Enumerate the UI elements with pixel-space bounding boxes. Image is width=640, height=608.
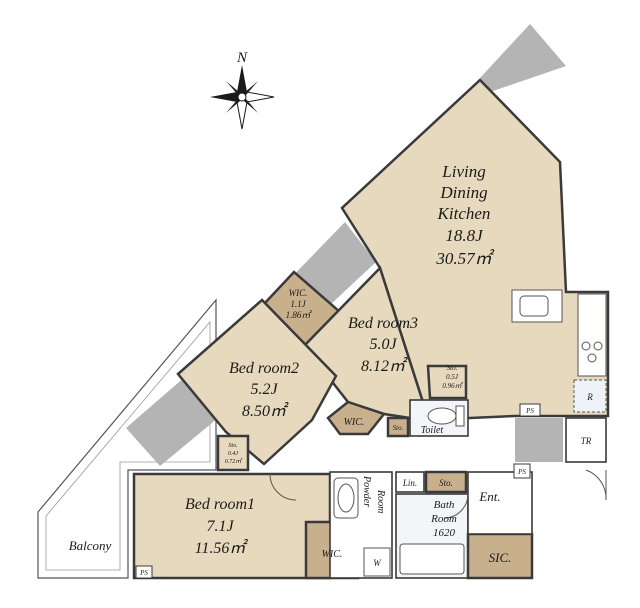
ps-balcony-name: PS (139, 569, 148, 577)
wic-top-name: WIC. (289, 288, 308, 298)
bedroom2-name: Bed room2 (229, 360, 299, 377)
ps-balcony-box (135, 565, 153, 579)
wic-bed1-name: WIC. (322, 549, 343, 560)
wic-top-area: 1.86㎡ (286, 310, 313, 320)
ldk-area: 30.57㎡ (435, 249, 494, 268)
fridge-box (573, 379, 607, 413)
wic-top-tatami: 1.1J (290, 299, 306, 309)
fridge-name: R (586, 392, 593, 402)
door-swing-entrance (585, 469, 607, 501)
stove-burner-1 (581, 341, 591, 351)
powder-basin-bowl (337, 483, 355, 513)
sto-toilet-room (386, 416, 410, 438)
ps-entrance-name: PS (517, 468, 526, 476)
linen-name: Lin. (402, 478, 417, 488)
balcony-inner-line (45, 320, 211, 571)
ps-entrance-box (513, 463, 531, 479)
bedroom2-tatami: 5.2J (250, 381, 278, 398)
compass-north-label: N (236, 50, 248, 66)
bath-line1: Bath (434, 499, 455, 511)
bedroom2-room (176, 298, 338, 466)
sto-small-right-name: Sto. (447, 364, 458, 372)
balcony-area (37, 298, 217, 579)
bedroom1-area: 11.56㎡ (195, 539, 249, 557)
bedroom3-area: 8.12㎡ (361, 357, 408, 375)
entrance-area (467, 471, 533, 535)
toilet-bowl (427, 407, 457, 425)
ldk-label-line2: Dining (439, 183, 487, 202)
ldk-tatami: 18.8J (445, 226, 484, 245)
sto-bath-room (424, 470, 468, 494)
ps-top-box (519, 403, 541, 417)
sic-name: SIC. (489, 550, 512, 565)
gray-block-top (480, 24, 566, 92)
toilet-tank (455, 405, 465, 427)
bath-tub (399, 543, 465, 575)
sto-small-right-area: 0.96㎡ (442, 381, 463, 390)
washer-space (363, 547, 391, 577)
sto-small-left-room (216, 434, 250, 472)
sto-bath-name: Sto. (439, 478, 453, 488)
bath-line3: 1620 (433, 527, 456, 539)
sto-small-left-name: Sto. (228, 443, 237, 449)
wic-mid-name: WIC. (344, 417, 365, 428)
kitchen-sink-basin (519, 295, 549, 317)
bedroom1-name: Bed room1 (185, 496, 255, 513)
ps-top-name: PS (525, 407, 534, 415)
ldk-label-line3: Kitchen (437, 204, 491, 223)
powder-room-line1: Powder (361, 475, 372, 507)
ldk-label-line1: Living (441, 162, 485, 181)
compass-rose (210, 65, 275, 130)
kitchen-counter (577, 293, 607, 377)
sto-small-right-room (426, 364, 468, 400)
entrance-name: Ent. (478, 489, 500, 504)
wic-mid-room (326, 400, 387, 436)
bedroom3-tatami: 5.0J (369, 336, 397, 353)
door-swing-bath (443, 493, 469, 519)
ldk-room (340, 78, 610, 420)
linen-room (395, 471, 425, 493)
bedroom1-tatami: 7.1J (206, 518, 234, 535)
stove-burner-2 (593, 341, 603, 351)
toilet-name: Toilet (421, 425, 444, 436)
bedroom3-name: Bed room3 (348, 315, 418, 332)
sto-small-left-tatami: 0.4J (228, 450, 239, 457)
gray-block-left (126, 376, 218, 466)
sto-small-right-tatami: 0.5J (446, 373, 459, 381)
sto-toilet-name: Sto. (393, 424, 404, 432)
gray-block-duct (515, 418, 563, 462)
tr-room (565, 417, 607, 463)
washer-name: W (373, 558, 382, 568)
bedroom2-area: 8.50㎡ (242, 402, 289, 420)
door-swing-bed1 (269, 473, 297, 501)
stove-burner-3 (587, 353, 597, 363)
bath-line2: Room (430, 513, 457, 525)
balcony-name: Balcony (69, 538, 112, 553)
sto-small-left-area: 0.72㎡ (225, 457, 244, 465)
powder-room-line2: Room (375, 489, 386, 513)
tr-name: TR (581, 436, 592, 446)
